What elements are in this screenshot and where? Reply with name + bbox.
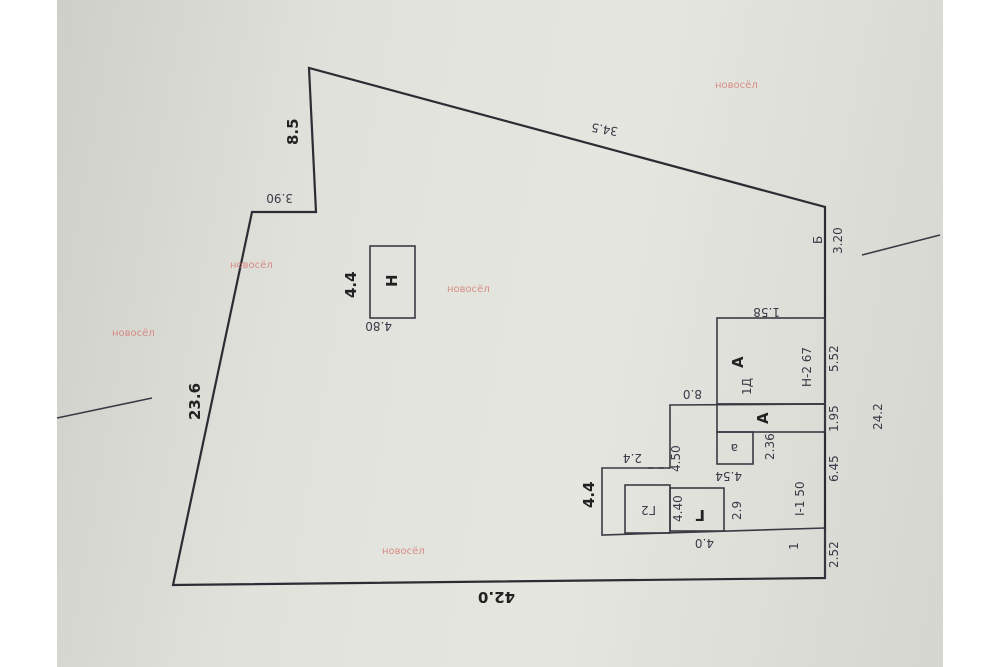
label-a1: А — [754, 412, 772, 424]
label-main-note: Н-2 67 — [800, 347, 814, 387]
room-a — [716, 431, 754, 465]
plan-photo-background — [57, 0, 943, 667]
label-room-a: а — [731, 441, 738, 455]
dim-annex-top: 1.58 — [753, 305, 780, 319]
dim-shed-w: 4.80 — [365, 319, 392, 333]
dim-left: 23.6 — [186, 383, 204, 420]
dim-right-mid: 5.52 — [827, 345, 841, 372]
extension-outline — [601, 403, 826, 536]
label-shed: Н — [383, 274, 401, 287]
dim-right-outer: 24.2 — [871, 403, 885, 430]
dim-room-h: 2.36 — [763, 433, 777, 460]
shed-n — [369, 245, 416, 319]
pointer-line — [56, 397, 153, 419]
dim-top-diagonal: 34.5 — [590, 120, 619, 138]
dim-g-side: 2.9 — [730, 501, 744, 520]
watermark: новосёл — [230, 260, 273, 271]
dim-top-left: 8.5 — [284, 118, 302, 145]
dim-block-left: 4.4 — [580, 481, 598, 508]
dim-bottom: 42.0 — [478, 588, 515, 606]
dim-block-bottom: 4.0 — [695, 536, 714, 550]
watermark: новосёл — [112, 328, 155, 339]
dim-right-top: 3.20 — [831, 227, 845, 254]
plot-boundary — [171, 66, 827, 587]
watermark: новосёл — [382, 546, 425, 557]
label-main: А — [729, 356, 747, 368]
dim-room-w: 4.54 — [715, 469, 742, 483]
dim-top-step: 3.90 — [266, 191, 293, 205]
watermark: новосёл — [715, 80, 758, 91]
dim-g-inner: 4.40 — [671, 495, 685, 522]
dim-right-a: 1.95 — [827, 405, 841, 432]
label-g: Г — [695, 506, 705, 524]
dim-shed-h: 4.4 — [342, 271, 360, 298]
label-house-code: I-1 50 — [793, 481, 807, 516]
dim-annex-mid: 8.0 — [683, 387, 702, 401]
label-corner: Б — [811, 236, 825, 244]
label-bottom-corner: 1 — [787, 542, 801, 550]
dim-right-bottom: 2.52 — [827, 541, 841, 568]
room-g — [669, 487, 725, 532]
dim-porch-top: 2.4 — [623, 451, 642, 465]
north-line — [861, 234, 941, 256]
dim-porch-left: 4.50 — [669, 445, 683, 472]
dim-right-b: 6.45 — [827, 455, 841, 482]
label-g2: Г2 — [641, 503, 656, 517]
watermark: новосёл — [447, 284, 490, 295]
label-main-area: 1Д — [740, 378, 754, 395]
